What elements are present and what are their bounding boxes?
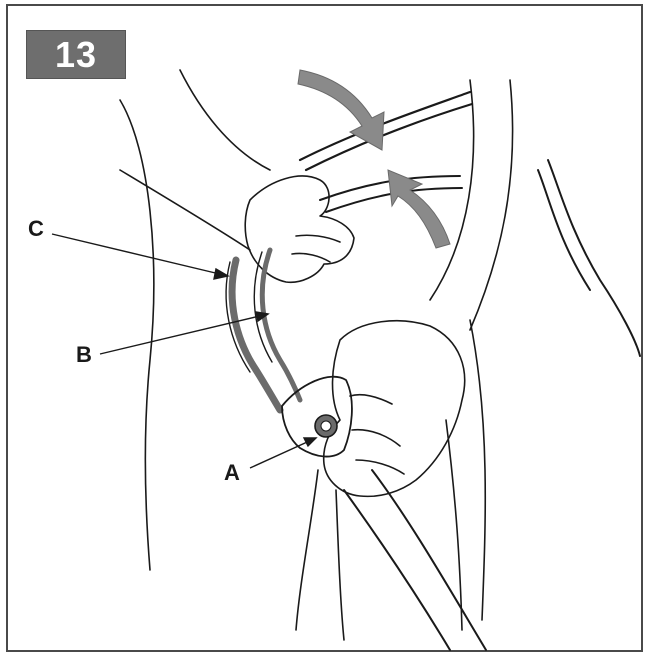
arm-right-2 xyxy=(469,79,514,331)
tube-b-edge xyxy=(253,251,273,363)
leader-arrowhead-a xyxy=(302,437,318,448)
leader-line-c xyxy=(51,233,229,277)
leg-outline-right xyxy=(469,319,487,621)
callout-label-b: B xyxy=(76,342,92,367)
curved-arrow-up-icon xyxy=(387,169,451,249)
callout-label-c: C xyxy=(28,216,44,241)
right-hand-finger-3 xyxy=(355,459,405,475)
leg-outline-middle xyxy=(295,469,319,631)
clamp-knob-a-inner xyxy=(320,420,332,432)
handle-top-rail xyxy=(298,90,472,162)
tube-c xyxy=(228,256,284,414)
right-hand-finger-2 xyxy=(351,428,401,447)
right-hand-outline xyxy=(322,319,466,498)
tube-c-edge xyxy=(225,261,251,373)
leg-outline-right-2 xyxy=(445,419,463,631)
leg-outline-middle-2 xyxy=(335,489,345,641)
left-hand-outline xyxy=(244,175,355,284)
handle-top-rail-2 xyxy=(304,102,474,172)
arm-left-lower xyxy=(119,169,251,251)
tube-b xyxy=(259,247,303,403)
step-number-badge: 13 xyxy=(26,30,126,79)
arm-right xyxy=(429,79,475,301)
clamp-housing xyxy=(281,375,353,458)
left-hand-finger-1 xyxy=(295,234,341,243)
left-hand-finger-2 xyxy=(291,252,331,263)
leader-line-b xyxy=(99,313,269,355)
leg-outline-left xyxy=(119,99,155,571)
leader-arrowhead-b xyxy=(255,311,270,323)
fold-arrows xyxy=(297,69,451,249)
step-number: 13 xyxy=(54,33,98,75)
figure-frame xyxy=(6,4,643,652)
leader-line-a xyxy=(249,437,317,469)
leader-arrowhead-c xyxy=(213,267,230,280)
lower-tube-2 xyxy=(371,469,487,651)
curved-arrow-down-icon xyxy=(297,69,385,151)
right-hand-finger-1 xyxy=(349,393,393,405)
arm-left-upper xyxy=(179,69,271,171)
lower-tube-1 xyxy=(343,489,451,651)
callout-label-a: A xyxy=(224,460,240,485)
right-lever-outer xyxy=(547,159,641,357)
right-lever-inner xyxy=(537,169,591,291)
